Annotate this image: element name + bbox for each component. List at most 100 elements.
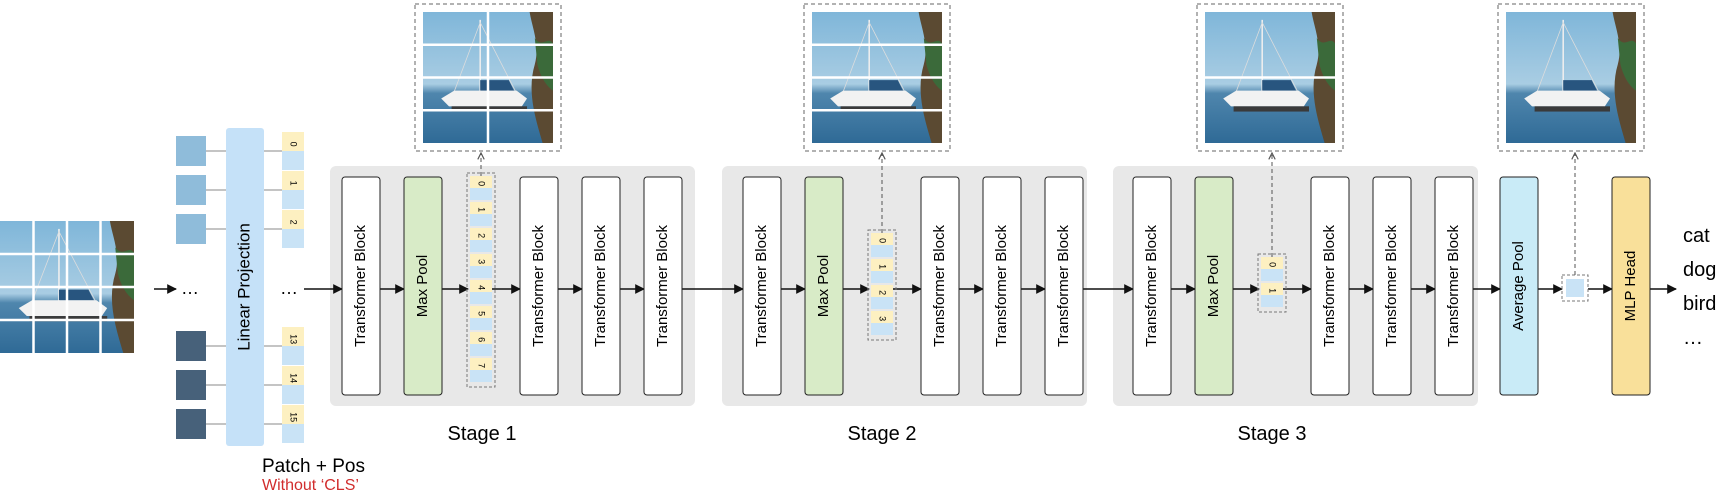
stage-2-transformer-block-1-label: Transformer Block	[753, 225, 770, 347]
stage-1-token-lower	[470, 188, 492, 200]
stage-1-token-upper	[470, 202, 492, 214]
stage-3-feature-map-frame	[1196, 3, 1344, 152]
stage-1-token-lower	[470, 344, 492, 356]
input-token-label: 14	[289, 373, 299, 383]
stage-1-token-lower	[470, 370, 492, 382]
stage-2-token-label: 1	[878, 264, 888, 269]
stage-3-transformer-block-1	[1132, 176, 1172, 396]
linear-projection-box	[226, 128, 264, 446]
stage-3-max-pool-label: Max Pool	[1205, 255, 1222, 318]
stage-1-token-label: 5	[477, 311, 487, 316]
stage-1-transformer-block-1-label: Transformer Block	[352, 225, 369, 347]
mlp-head-block	[1611, 176, 1651, 396]
stage-2-max-pool	[804, 176, 844, 396]
stage-1-token-upper	[470, 176, 492, 188]
input-token-label: 13	[289, 334, 299, 344]
class-label-more: …	[1683, 327, 1703, 349]
input-ellipsis: …	[181, 278, 199, 298]
stage-2-transformer-block-1	[742, 176, 782, 396]
average-pool-block	[1499, 176, 1539, 396]
linear-projection-label: Linear Projection	[234, 223, 253, 351]
patch-column	[176, 136, 226, 439]
stage-1-token-upper	[470, 306, 492, 318]
stage-2-label: Stage 2	[848, 423, 917, 445]
stage-1-feature-map-frame	[414, 3, 562, 152]
stage-2-transformer-block-2-label: Transformer Block	[931, 225, 948, 347]
input-token-lower	[282, 346, 304, 365]
input-token-upper	[282, 171, 304, 190]
patch-thumbnail	[176, 409, 206, 439]
stage-1-token-label: 2	[477, 233, 487, 238]
final-feature-map-frame	[1497, 3, 1645, 152]
stage-3-transformer-block-1-label: Transformer Block	[1143, 225, 1160, 347]
stage-1-max-pool-label: Max Pool	[414, 255, 431, 318]
input-token-upper	[282, 210, 304, 229]
stage-3-max-pool	[1194, 176, 1234, 396]
input-token-lower	[282, 385, 304, 404]
stage-1-transformer-block-3	[581, 176, 621, 396]
input-image	[0, 221, 134, 353]
stage-2-transformer-block-2	[920, 176, 960, 396]
stage-3-transformer-block-3	[1372, 176, 1412, 396]
stage-1-token-upper	[470, 358, 492, 370]
patch-thumbnail	[176, 136, 206, 166]
stage-1-token-label: 3	[477, 259, 487, 264]
stage-1-panel	[330, 166, 695, 406]
final-feature-map-image	[1506, 12, 1636, 143]
stage-2-token-upper	[871, 233, 893, 245]
without-cls-label: Without ‘CLS’	[262, 477, 359, 492]
stage-1-token-label: 6	[477, 337, 487, 342]
stage-1-token-upper	[470, 332, 492, 344]
stage-1-token-lower	[470, 240, 492, 252]
stage-3-transformer-block-2	[1310, 176, 1350, 396]
stage-3-token-upper	[1261, 283, 1283, 295]
stage-2-token-lower	[871, 271, 893, 283]
stage-1-transformer-block-2	[519, 176, 559, 396]
stage-2-token-lower	[871, 323, 893, 335]
mlp-head-block-label: MLP Head	[1622, 251, 1639, 322]
stage-3-transformer-block-4-label: Transformer Block	[1445, 225, 1462, 347]
input-token-lower	[282, 424, 304, 443]
stage-2-token-lower	[871, 245, 893, 257]
stage-2-feature-map-frame	[803, 3, 951, 152]
input-token-upper	[282, 327, 304, 346]
input-token-label: 1	[289, 181, 299, 186]
input-token-upper	[282, 132, 304, 151]
stage-2-transformer-block-4-label: Transformer Block	[1055, 225, 1072, 347]
patch-pos-label: Patch + Pos	[262, 456, 365, 477]
block-row: Transformer Block Max Pool Transformer Blo…	[341, 176, 1651, 396]
input-token-lower	[282, 190, 304, 209]
stage-1-token-upper	[470, 254, 492, 266]
stage-2-transformer-block-3-label: Transformer Block	[993, 225, 1010, 347]
stage-1-token-label: 4	[477, 285, 487, 290]
stage-2-token-upper	[871, 311, 893, 323]
stage-2-max-pool-label: Max Pool	[815, 255, 832, 318]
input-token-label: 2	[289, 220, 299, 225]
stage-1-token-lower	[470, 318, 492, 330]
stage-3-transformer-block-2-label: Transformer Block	[1321, 225, 1338, 347]
input-token-upper	[282, 405, 304, 424]
stage-1-token-label: 0	[477, 181, 487, 186]
input-token-lower	[282, 151, 304, 170]
stage-3-token-label: 1	[1268, 288, 1278, 293]
stage-3-label: Stage 3	[1238, 423, 1307, 445]
stage-1-transformer-block-3-label: Transformer Block	[592, 225, 609, 347]
stage-1-token-label: 7	[477, 363, 487, 368]
input-token-lower	[282, 229, 304, 248]
stage-2-token-frame	[867, 229, 897, 341]
stage-1-token-label: 1	[477, 207, 487, 212]
stage-1-token-upper	[470, 228, 492, 240]
stage-1-label: Stage 1	[448, 423, 517, 445]
class-label-dog: dog	[1683, 259, 1716, 281]
stage-1-transformer-block-1	[341, 176, 381, 396]
input-token-upper	[282, 366, 304, 385]
stage-1-max-pool	[403, 176, 443, 396]
final-token	[1566, 279, 1584, 297]
stage-2-token-label: 2	[878, 290, 888, 295]
stage-3-token-lower	[1261, 269, 1283, 281]
class-label-cat: cat	[1683, 225, 1710, 247]
stage-1-transformer-block-2-label: Transformer Block	[530, 225, 547, 347]
